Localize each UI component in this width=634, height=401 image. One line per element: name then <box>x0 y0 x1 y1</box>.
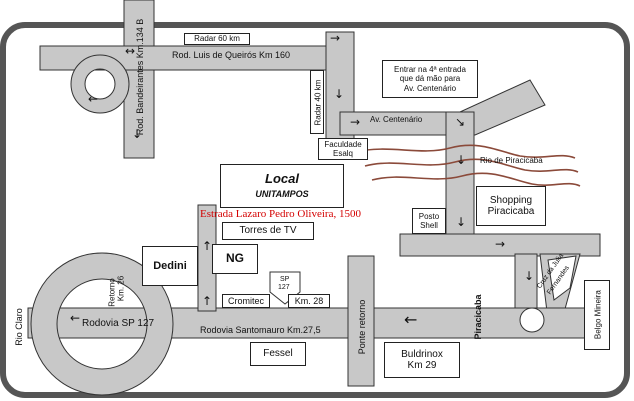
radar-40-box: Radar 40 km <box>310 70 324 134</box>
local-box: Local UNITAMPOS <box>220 164 344 208</box>
entrada-line1: Entrar na 4ª entrada <box>394 65 466 75</box>
belgo-box: Belgo Mineira <box>584 280 610 350</box>
belgo-label: Belgo Mineira <box>593 290 603 340</box>
road-east-vertical <box>514 253 538 315</box>
km28-box: Km. 28 <box>288 294 330 308</box>
buldrinox-line2: Km 29 <box>407 360 437 371</box>
entrada-note: Entrar na 4ª entrada que dá mão para Av.… <box>382 60 478 98</box>
sp127-line1: SP <box>280 276 290 283</box>
arrow-left-icon: ← <box>70 311 81 325</box>
cruz-julia-marker <box>547 255 577 301</box>
shopping-box: Shopping Piracicaba <box>476 186 546 226</box>
label-piracicaba: Piracicaba <box>473 294 483 340</box>
retorno-ring <box>31 253 173 395</box>
faculdade-box: Faculdade Esalq <box>318 138 368 160</box>
shopping-line1: Shopping <box>489 194 533 206</box>
arrow-left-icon: ← <box>88 92 99 106</box>
local-company: UNITAMPOS <box>255 189 309 200</box>
entrada-line3: Av. Centenário <box>403 83 457 93</box>
label-ponte-retorno: Ponte retorno <box>357 299 367 355</box>
arrow-down-icon: ↓ <box>456 153 467 167</box>
road-piracicaba-vertical <box>445 111 475 253</box>
arrow-down-icon: ↓ <box>334 87 345 101</box>
buldrinox-line1: Buldrinox <box>401 348 443 360</box>
faculdade-line2: Esalq <box>332 149 353 158</box>
estrada-address: Estrada Lazaro Pedro Oliveira, 1500 <box>200 208 361 220</box>
arrow-down-icon: ↓ <box>456 215 467 229</box>
map-frame <box>0 22 630 398</box>
sp127-line2: 127 <box>278 284 290 291</box>
entrada-line2: que dá mão para <box>399 74 461 84</box>
radar-60-box: Radar 60 km <box>184 33 250 45</box>
arrow-down-icon: ↓ <box>132 127 143 141</box>
arrow-down-icon: ↘ <box>455 115 466 129</box>
posto-shell-box: Posto Shell <box>412 208 446 234</box>
label-rio-claro: Rio Claro <box>14 308 24 346</box>
arrow-down-icon: ↓ <box>524 269 535 283</box>
road-rodovia-sp127 <box>27 307 591 339</box>
arrow-left-icon: ← <box>404 310 418 329</box>
bandeirantes-loop <box>71 55 129 113</box>
cromitec-box: Cromitec <box>222 294 270 308</box>
label-rodovia-sp127: Rodovia SP 127 <box>82 318 155 329</box>
arrow-up-icon: ↑ <box>202 294 213 308</box>
posto-line1: Posto <box>418 211 440 221</box>
arrow-right-icon: → <box>495 237 506 251</box>
retorno-label-2: Km. 26 <box>116 275 126 302</box>
dedini-box: Dedini <box>142 246 198 286</box>
label-luis-queiros: Rod. Luis de Queirós Km 160 <box>172 50 291 60</box>
arrow-up-icon: ↑ <box>202 239 213 253</box>
label-av-centenario: Av. Centenário <box>370 115 423 124</box>
arrow-right-icon: → <box>350 115 361 129</box>
label-bandeirantes: Rod. Bandeirantes Km.134 B <box>135 18 145 136</box>
posto-line2: Shell <box>420 221 438 230</box>
label-rio-piracicaba: Rio de Piracicaba <box>480 156 543 165</box>
fessel-box: Fessel <box>250 342 306 366</box>
local-title: Local <box>265 171 299 187</box>
torres-box: Torres de TV <box>222 222 314 240</box>
shopping-line2: Piracicaba <box>487 206 535 217</box>
buldrinox-box: Buldrinox Km 29 <box>384 342 460 378</box>
road-ponte-retorno <box>347 255 375 387</box>
ng-box: NG <box>212 244 258 274</box>
road-east <box>399 233 601 257</box>
rio-piracicaba-lines <box>354 144 581 187</box>
faculdade-line1: Faculdade <box>324 139 362 149</box>
arrow-right-icon: → <box>330 31 341 45</box>
label-santomauro: Rodovia Santomauro Km.27,5 <box>200 325 321 335</box>
retorno-label-1: Retorno <box>107 278 117 307</box>
cruz-julia-roundabout <box>519 307 545 333</box>
radar-40-label: Radar 40 km <box>313 79 323 126</box>
arrow-left-icon: ↔ <box>125 44 136 58</box>
